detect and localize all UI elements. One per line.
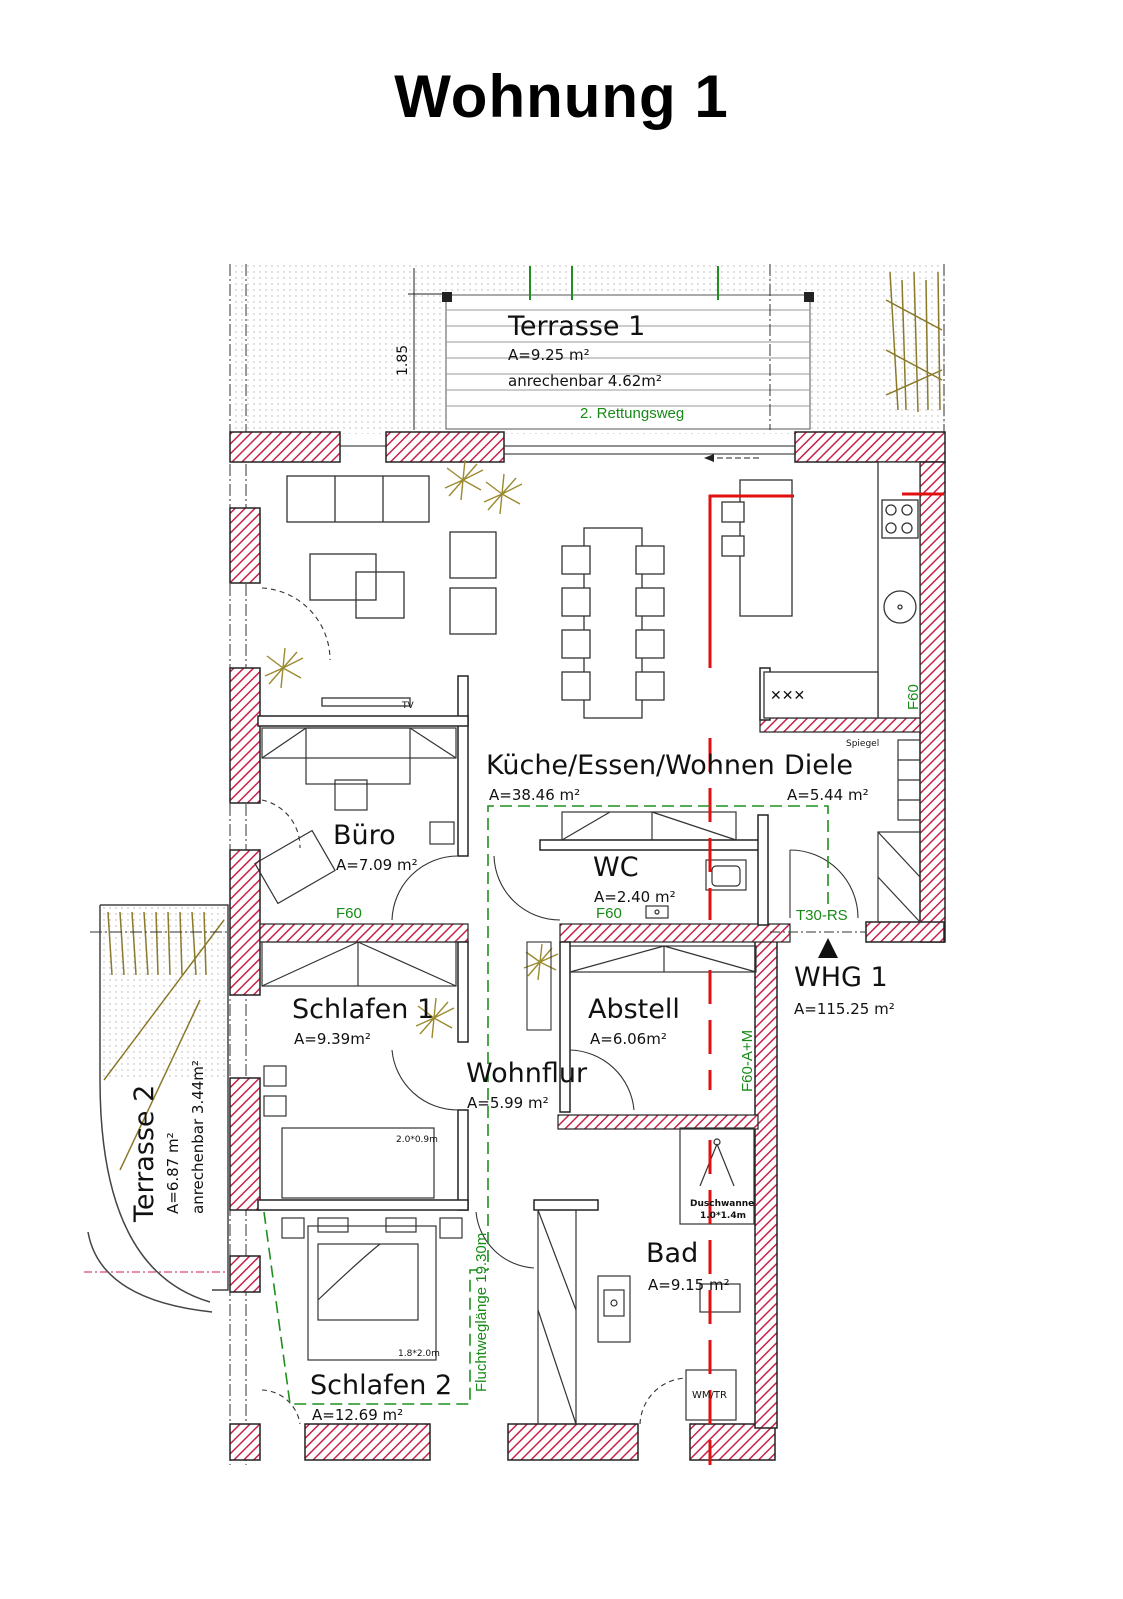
bad-area: A=9.15 m² bbox=[648, 1276, 730, 1294]
planting-top-right bbox=[885, 271, 943, 413]
post-marker bbox=[442, 292, 452, 302]
escape-route bbox=[263, 805, 829, 1405]
diele-name: Diele bbox=[784, 750, 853, 781]
plant-stand bbox=[526, 941, 552, 1031]
entrance-arrow-icon bbox=[818, 938, 838, 958]
terrasse2-credit: anrechenbar 3.44m² bbox=[189, 1060, 207, 1214]
buero-furniture bbox=[254, 727, 457, 905]
terrasse2-name: Terrasse 2 bbox=[129, 1085, 160, 1223]
schlafen2-area: A=12.69 m² bbox=[312, 1406, 403, 1424]
interior-walls bbox=[259, 717, 921, 1130]
wc-area: A=2.40 m² bbox=[594, 888, 676, 906]
dimension-label: 1.85 bbox=[395, 345, 411, 376]
living-furniture bbox=[286, 475, 497, 707]
schlafen2-name: Schlafen 2 bbox=[310, 1370, 452, 1401]
spiegel-label: Spiegel bbox=[846, 739, 879, 749]
exterior-walls bbox=[229, 431, 946, 1461]
fire-lines bbox=[708, 492, 944, 1465]
shower-size: 1.0*1.4m bbox=[700, 1211, 746, 1221]
dining-furniture bbox=[561, 527, 665, 719]
bed1-size: 2.0*0.9m bbox=[396, 1135, 438, 1145]
schlafen1-furniture bbox=[261, 941, 457, 1199]
terrasse1-area: A=9.25 m² bbox=[508, 346, 590, 364]
fire-rating-wc: F60 bbox=[596, 905, 622, 922]
wohnflur-area: A=5.99 m² bbox=[467, 1094, 549, 1112]
kueche-area: A=38.46 m² bbox=[489, 786, 580, 804]
buero-area: A=7.09 m² bbox=[336, 856, 418, 874]
door-swings bbox=[261, 587, 859, 1425]
slide-arrow-head bbox=[704, 454, 714, 462]
shower-label: Duschwanne bbox=[690, 1199, 754, 1209]
tv-label: TV bbox=[401, 701, 414, 711]
terrasse2-slab bbox=[87, 904, 229, 1313]
terrasse2-area: A=6.87 m² bbox=[164, 1132, 182, 1214]
unit-area: A=115.25 m² bbox=[794, 1000, 895, 1018]
escape-marks-top bbox=[529, 266, 719, 300]
post-marker bbox=[804, 292, 814, 302]
bad-furniture bbox=[597, 1127, 755, 1421]
page-title: Wohnung 1 bbox=[394, 63, 729, 130]
schlafen2-furniture bbox=[281, 1209, 577, 1425]
wc-furniture bbox=[561, 811, 747, 919]
kueche-name: Küche/Essen/Wohnen bbox=[486, 750, 775, 781]
abstell-area: A=6.06m² bbox=[590, 1030, 667, 1048]
wohnflur-name: Wohnflur bbox=[466, 1058, 588, 1089]
wc-name: WC bbox=[593, 852, 639, 883]
schlafen1-name: Schlafen 1 bbox=[292, 994, 434, 1025]
diele-area: A=5.44 m² bbox=[787, 786, 869, 804]
terrasse1-slab bbox=[445, 294, 811, 430]
escape-length-label: Fluchtweglänge 19.30m bbox=[473, 1233, 490, 1392]
kitchen-hobs-mark: ✕✕✕ bbox=[770, 688, 805, 704]
fire-rating-door: T30-RS bbox=[796, 907, 848, 924]
diele-furniture bbox=[877, 739, 921, 923]
fire-rating-abstell: F60-A+M bbox=[739, 1030, 756, 1092]
rettungsweg-label: 2. Rettungsweg bbox=[580, 405, 684, 422]
bed2-size: 1.8*2.0m bbox=[398, 1349, 440, 1359]
unit-name: WHG 1 bbox=[794, 962, 888, 993]
plant-icon bbox=[264, 459, 559, 1039]
schlafen1-area: A=9.39m² bbox=[294, 1030, 371, 1048]
fire-rating-buero: F60 bbox=[336, 905, 362, 922]
abstell-furniture bbox=[569, 945, 757, 973]
fire-rating-kitchen: F60 bbox=[905, 684, 922, 710]
kitchen-furniture bbox=[721, 461, 921, 719]
buero-name: Büro bbox=[333, 820, 396, 851]
bad-name: Bad bbox=[646, 1238, 698, 1269]
abstell-name: Abstell bbox=[588, 994, 680, 1025]
planting-left bbox=[103, 911, 225, 1171]
terrasse1-name: Terrasse 1 bbox=[507, 311, 645, 342]
terrasse1-credit: anrechenbar 4.62m² bbox=[508, 372, 662, 390]
washer-dryer-label: WM/TR bbox=[692, 1390, 727, 1401]
